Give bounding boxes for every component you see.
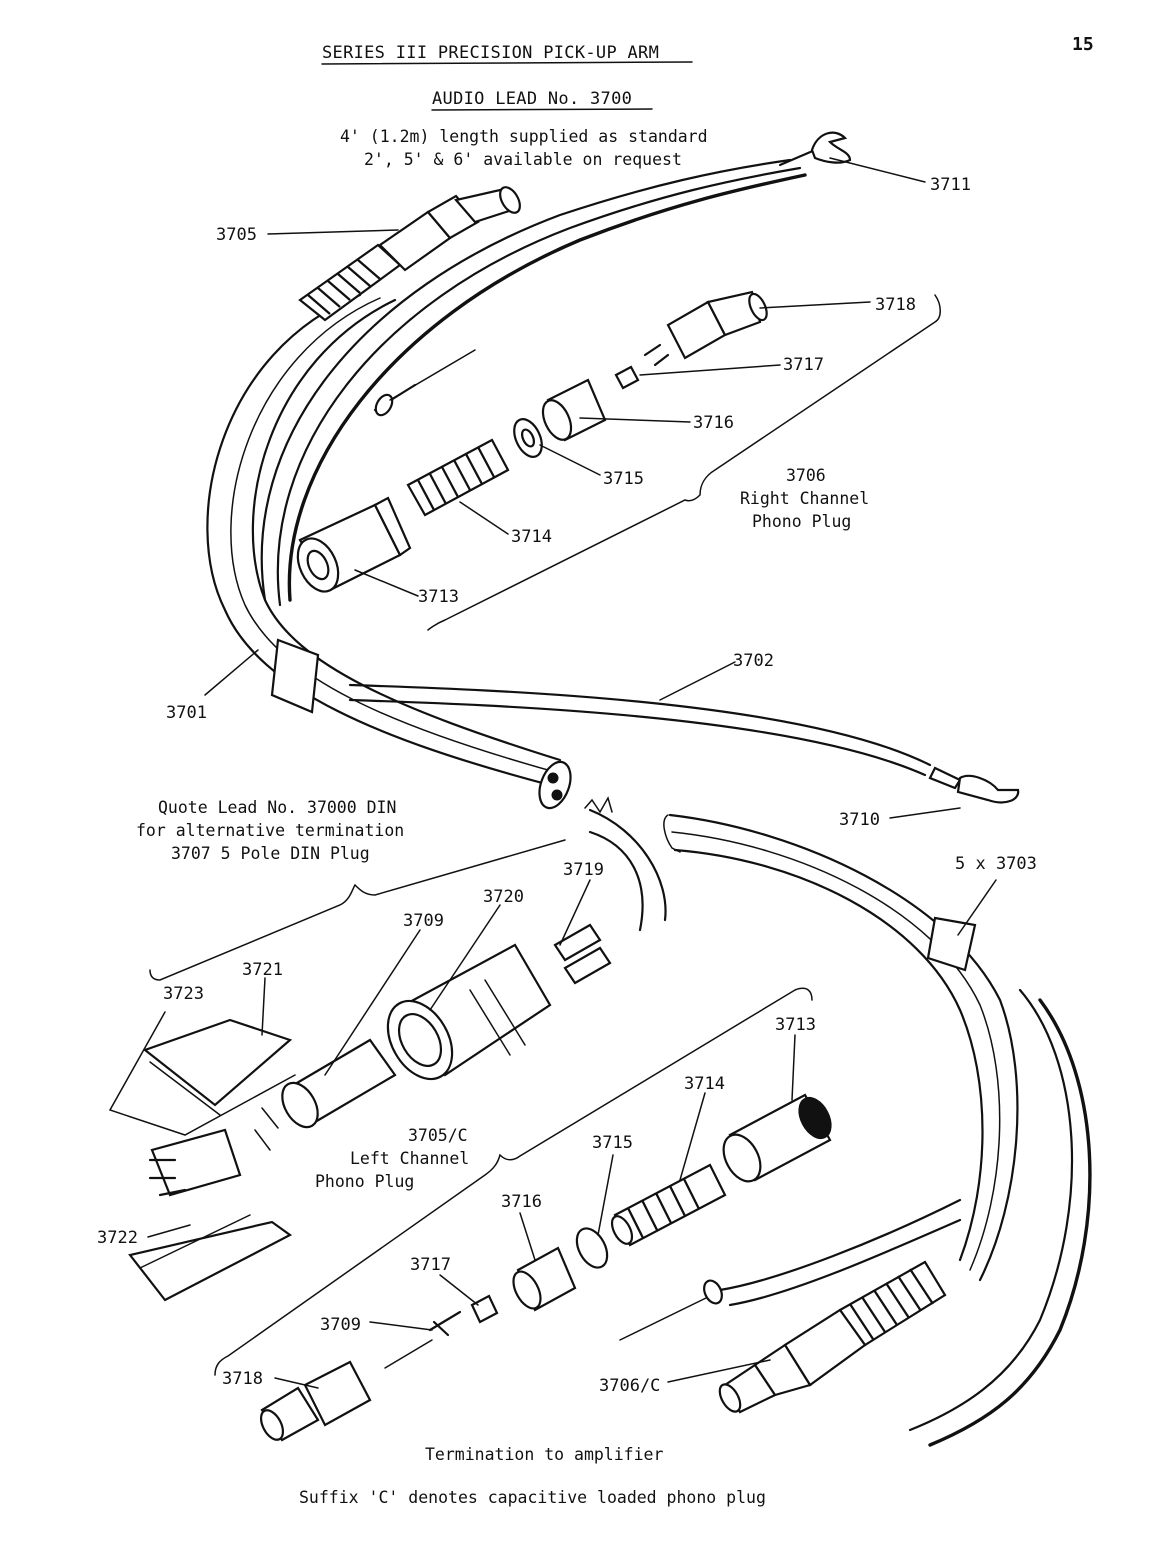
- label-3722: 3722: [97, 1228, 138, 1248]
- din-note-line2: for alternative termination: [136, 821, 404, 840]
- part-3717-bot: [470, 1294, 499, 1324]
- part-3722: [128, 1220, 293, 1302]
- label-3717-bot: 3717: [410, 1255, 451, 1275]
- right-plug-line1: Right Channel: [740, 489, 869, 508]
- label-3713-top: 3713: [418, 587, 459, 607]
- din-group-bracket: [149, 839, 566, 981]
- label-3710: 3710: [839, 810, 880, 830]
- left-plug-number: 3705/C: [408, 1126, 468, 1145]
- label-3711: 3711: [930, 175, 971, 195]
- label-3701: 3701: [166, 703, 207, 723]
- label-3720: 3720: [483, 887, 524, 907]
- part-3715-bot: [575, 1227, 609, 1269]
- label-3706c: 3706/C: [599, 1376, 660, 1396]
- phono-plug-3705: [298, 186, 521, 322]
- label-3723: 3723: [163, 984, 204, 1004]
- spade-terminal-3711: [778, 131, 852, 167]
- screened-wire-stub: [373, 349, 476, 417]
- label-3709-bot: 3709: [320, 1315, 361, 1335]
- label-3715-bot: 3715: [592, 1133, 633, 1153]
- part-3723: [150, 1128, 242, 1197]
- suffix-note: Suffix 'C' denotes capacitive loaded pho…: [299, 1488, 766, 1507]
- part-3721: [142, 1018, 293, 1107]
- left-plug-line2: Phono Plug: [315, 1172, 414, 1191]
- label-3713-bot: 3713: [775, 1015, 816, 1035]
- label-3714-top: 3714: [511, 527, 552, 547]
- part-3719: [553, 923, 602, 962]
- part-3718-bot: [303, 1360, 372, 1427]
- group-bracket-3706: [427, 294, 941, 631]
- part-labels: 3711 3705 3718 3717 3716 3715 3714 3713 …: [97, 175, 1037, 1396]
- page-title: SERIES III PRECISION PICK-UP ARM: [322, 43, 659, 63]
- lower-cable: [584, 796, 1092, 1447]
- part-3717-top: [614, 365, 640, 390]
- din-plug-exploded: [128, 923, 612, 1302]
- group-captions: 3706 Right Channel Phono Plug Quote Lead…: [136, 466, 869, 1191]
- title-underline: [321, 61, 693, 65]
- label-3718-top: 3718: [875, 295, 916, 315]
- label-3719: 3719: [563, 860, 604, 880]
- termination-caption: Termination to amplifier: [425, 1445, 663, 1464]
- label-3717-top: 3717: [783, 355, 824, 375]
- page-number: 15: [1072, 34, 1094, 55]
- label-3702: 3702: [733, 651, 774, 671]
- wire-3702: [348, 683, 1020, 804]
- right-plug-number: 3706: [786, 466, 826, 485]
- length-standard-text: 4' (1.2m) length supplied as standard: [340, 127, 708, 146]
- label-3718-bot: 3718: [222, 1369, 263, 1389]
- main-cable-3701: [206, 158, 807, 810]
- left-plug-line1: Left Channel: [350, 1149, 469, 1168]
- label-3721: 3721: [242, 960, 283, 980]
- label-3714-bot: 3714: [684, 1074, 725, 1094]
- label-3705: 3705: [216, 225, 257, 245]
- lead-title: AUDIO LEAD No. 3700: [432, 89, 632, 109]
- lead-title-underline: [431, 108, 653, 111]
- label-3716-bot: 3716: [501, 1192, 542, 1212]
- label-3716-top: 3716: [693, 413, 734, 433]
- clip-band-3703: [926, 916, 977, 972]
- phono-plug-3706c: [718, 1260, 947, 1414]
- part-3709-bot: [428, 1310, 462, 1337]
- left-group-bracket: [214, 987, 813, 1376]
- right-plug-line2: Phono Plug: [752, 512, 851, 531]
- length-options-text: 2', 5' & 6' available on request: [364, 150, 682, 169]
- din-note-line3: 3707 5 Pole DIN Plug: [171, 844, 370, 863]
- left-channel-plug-exploded: [259, 1093, 832, 1442]
- leader-lines: [108, 157, 997, 1389]
- label-3703: 5 x 3703: [955, 854, 1037, 874]
- din-note-line1: Quote Lead No. 37000 DIN: [158, 798, 396, 817]
- label-3715-top: 3715: [603, 469, 644, 489]
- right-channel-plug-exploded: [296, 290, 768, 593]
- label-3709-din: 3709: [403, 911, 444, 931]
